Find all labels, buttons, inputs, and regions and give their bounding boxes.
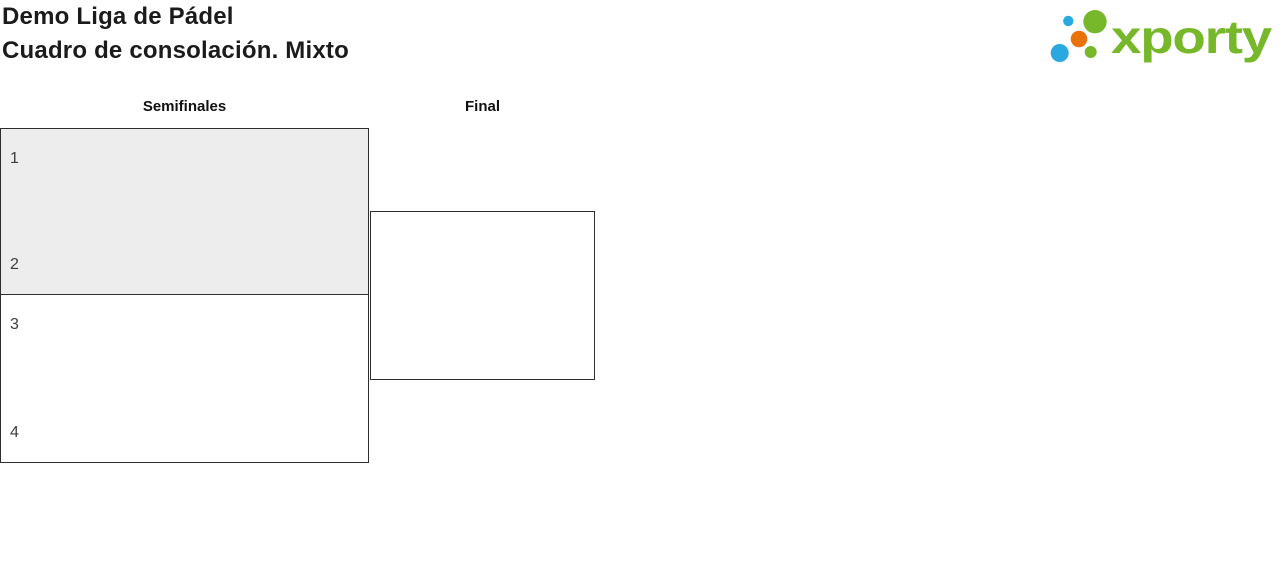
logo-dot-blue-large [1050, 44, 1069, 62]
match-slot[interactable] [371, 339, 594, 361]
match-slot[interactable]: 3 [1, 314, 368, 336]
xporty-logo[interactable]: xporty [1048, 0, 1280, 75]
match-slot[interactable]: 2 [1, 254, 368, 276]
seed-number: 2 [10, 256, 20, 273]
logo-dot-green-small [1084, 46, 1097, 58]
logo-dot-orange [1070, 30, 1088, 48]
page-header: Demo Liga de Pádel Cuadro de consolación… [2, 0, 349, 68]
match-slot[interactable]: 4 [1, 422, 368, 444]
page-title: Demo Liga de Pádel [2, 3, 234, 30]
logo-dot-green-large [1083, 10, 1107, 34]
match-slot[interactable]: 1 [1, 148, 368, 170]
round-header-semifinales: Semifinales [142, 98, 227, 115]
match-box-semifinal-1[interactable]: 1 2 [0, 128, 369, 295]
match-slot[interactable] [371, 231, 594, 253]
seed-number: 3 [10, 316, 20, 333]
logo-dot-blue-small [1063, 15, 1074, 27]
match-box-semifinal-2[interactable]: 3 4 [0, 294, 369, 463]
round-header-final: Final [464, 98, 500, 115]
seed-number: 4 [10, 424, 20, 441]
page-subtitle: Cuadro de consolación. Mixto [2, 37, 349, 64]
match-box-final[interactable] [370, 211, 595, 380]
xporty-logo-dots [1050, 10, 1107, 62]
seed-number: 1 [10, 150, 20, 167]
xporty-logo-text: xporty [1111, 11, 1273, 63]
